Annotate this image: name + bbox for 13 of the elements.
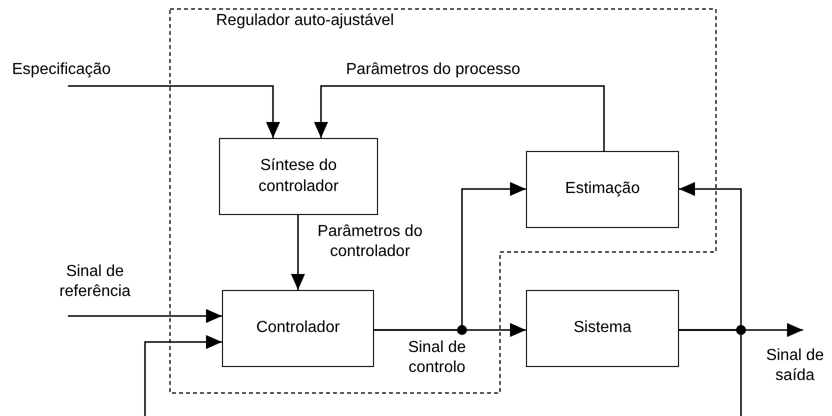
process-box: Sistema bbox=[526, 290, 679, 367]
process-box: Síntese do controlador bbox=[219, 138, 378, 215]
edge-label: Parâmetros do processo bbox=[346, 60, 520, 80]
arrow bbox=[68, 85, 280, 138]
edge-label: Especificação bbox=[12, 60, 111, 80]
region-title: Regulador auto-ajustável bbox=[216, 12, 394, 30]
process-box: Estimação bbox=[526, 151, 679, 228]
arrow bbox=[314, 85, 605, 151]
arrow bbox=[374, 182, 526, 331]
arrow bbox=[144, 329, 742, 416]
process-box: Controlador bbox=[222, 290, 374, 367]
arrow bbox=[291, 215, 305, 290]
arrow bbox=[68, 309, 222, 323]
